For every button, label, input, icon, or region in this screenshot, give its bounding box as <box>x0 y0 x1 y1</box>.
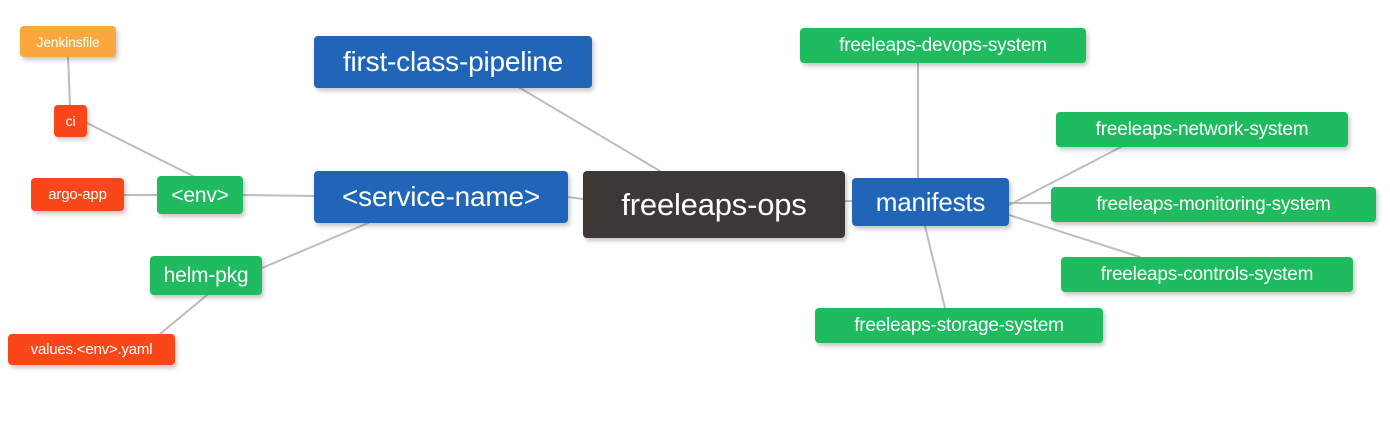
edge-service-name-to-freeleaps-ops <box>567 196 584 200</box>
node-first-class-pipeline[interactable]: first-class-pipeline <box>314 36 592 88</box>
node-jenkinsfile[interactable]: Jenkinsfile <box>20 26 116 57</box>
edge-values-yaml-to-helm-pkg <box>159 294 208 335</box>
node-ci[interactable]: ci <box>54 105 87 137</box>
node-label-ci: ci <box>65 113 76 129</box>
node-service-name[interactable]: <service-name> <box>314 171 568 223</box>
node-freeleaps-storage-system[interactable]: freeleaps-storage-system <box>815 308 1103 343</box>
node-label-env: <env> <box>171 183 229 207</box>
node-label-freeleaps-devops-system: freeleaps-devops-system <box>839 35 1047 56</box>
node-label-freeleaps-network-system: freeleaps-network-system <box>1095 119 1309 140</box>
node-label-freeleaps-monitoring-system: freeleaps-monitoring-system <box>1096 194 1331 215</box>
edge-ci-to-env <box>86 122 196 178</box>
edge-manifests-to-freeleaps-storage-system <box>924 225 946 309</box>
node-label-freeleaps-ops: freeleaps-ops <box>621 187 807 222</box>
node-label-values-yaml: values.<env>.yaml <box>30 341 153 358</box>
node-freeleaps-devops-system[interactable]: freeleaps-devops-system <box>800 28 1086 63</box>
node-argo-app[interactable]: argo-app <box>31 178 124 211</box>
edge-helm-pkg-to-service-name <box>261 222 369 269</box>
node-freeleaps-network-system[interactable]: freeleaps-network-system <box>1056 112 1348 147</box>
node-manifests[interactable]: manifests <box>852 178 1009 226</box>
node-label-service-name: <service-name> <box>342 181 540 212</box>
node-label-first-class-pipeline: first-class-pipeline <box>342 46 564 77</box>
node-label-manifests: manifests <box>875 187 986 217</box>
node-label-freeleaps-controls-system: freeleaps-controls-system <box>1100 264 1314 285</box>
node-label-argo-app: argo-app <box>48 186 107 203</box>
node-freeleaps-controls-system[interactable]: freeleaps-controls-system <box>1061 257 1353 292</box>
node-freeleaps-ops[interactable]: freeleaps-ops <box>583 171 845 238</box>
edge-jenkinsfile-to-ci <box>67 56 71 106</box>
node-freeleaps-monitoring-system[interactable]: freeleaps-monitoring-system <box>1051 187 1376 222</box>
edge-first-class-pipeline-to-freeleaps-ops <box>519 87 661 172</box>
node-label-helm-pkg: helm-pkg <box>163 264 249 287</box>
node-label-jenkinsfile: Jenkinsfile <box>36 33 100 50</box>
node-values-yaml[interactable]: values.<env>.yaml <box>8 334 175 365</box>
node-helm-pkg[interactable]: helm-pkg <box>150 256 262 295</box>
node-label-freeleaps-storage-system: freeleaps-storage-system <box>854 315 1064 336</box>
edge-env-to-service-name <box>242 194 315 197</box>
node-env[interactable]: <env> <box>157 176 243 214</box>
